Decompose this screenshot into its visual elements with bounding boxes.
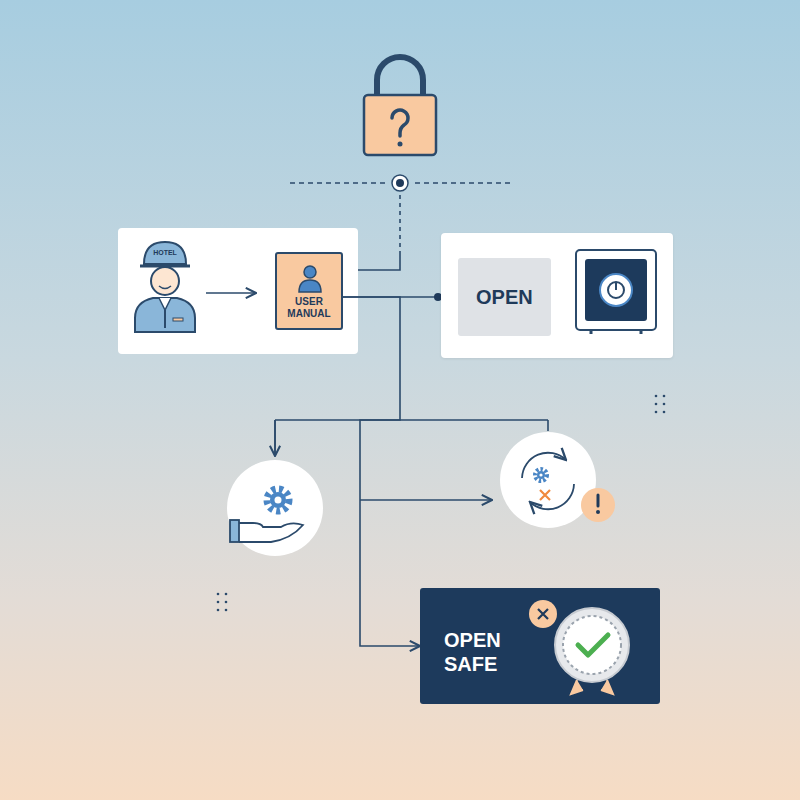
circle-icon bbox=[535, 469, 547, 481]
circle-icon bbox=[275, 497, 282, 504]
manual-icon bbox=[277, 254, 343, 332]
dot-grid bbox=[663, 395, 666, 398]
padlock-icon bbox=[392, 110, 408, 136]
circle-icon bbox=[537, 471, 545, 479]
manual-icon bbox=[304, 266, 316, 278]
hotel-staff-icon bbox=[173, 318, 183, 321]
circle-icon bbox=[581, 488, 615, 522]
manual-card: USER MANUAL bbox=[275, 252, 343, 330]
badge-icon bbox=[563, 616, 621, 674]
circle-icon bbox=[500, 432, 615, 528]
circle-icon bbox=[270, 492, 286, 508]
padlock-icon bbox=[364, 95, 436, 155]
hotel-staff-icon bbox=[164, 310, 166, 328]
dot-grid bbox=[663, 411, 666, 414]
hotel-staff-icon bbox=[159, 298, 171, 310]
wire bbox=[358, 255, 400, 270]
circle-icon bbox=[522, 453, 566, 478]
circle-icon bbox=[596, 510, 600, 514]
badge-icon bbox=[529, 600, 557, 628]
circle-icon bbox=[230, 520, 239, 542]
circle-icon bbox=[239, 523, 303, 542]
circle-icon bbox=[539, 473, 542, 476]
safe-icon bbox=[591, 330, 641, 334]
safe-icon bbox=[576, 250, 656, 330]
node-text: OPEN SAFE bbox=[444, 628, 534, 676]
dot-grid bbox=[655, 411, 658, 414]
hotel-staff-icon bbox=[140, 265, 190, 268]
padlock-icon bbox=[377, 57, 423, 95]
circle-icon bbox=[597, 495, 600, 506]
circle-icon bbox=[227, 460, 323, 556]
wire bbox=[392, 175, 408, 191]
connector bbox=[343, 297, 420, 646]
dot-grid bbox=[225, 601, 228, 604]
panel bbox=[118, 228, 358, 354]
node-text: USER MANUAL bbox=[277, 296, 341, 320]
dot-grid bbox=[655, 403, 658, 406]
hotel-staff-icon bbox=[144, 242, 186, 264]
circle-icon bbox=[267, 489, 289, 511]
hotel-staff-icon bbox=[159, 286, 171, 289]
dot-grid bbox=[217, 395, 666, 612]
circle-icon bbox=[227, 460, 323, 556]
result-box: OPEN SAFE bbox=[420, 588, 660, 704]
arrow bbox=[206, 292, 256, 294]
safe-icon bbox=[615, 282, 617, 290]
badge-icon bbox=[538, 609, 548, 619]
manual-icon bbox=[299, 280, 321, 292]
dot-grid bbox=[217, 593, 220, 596]
wire bbox=[275, 420, 548, 455]
padlock-icon bbox=[364, 57, 436, 155]
hotel-staff-icon bbox=[151, 267, 179, 295]
dot-grid bbox=[225, 609, 228, 612]
safe-icon bbox=[608, 282, 624, 298]
circle-icon bbox=[540, 490, 550, 500]
cap-text: HOTEL bbox=[153, 249, 177, 256]
hotel-staff-icon bbox=[135, 242, 195, 332]
hotel-staff-icon bbox=[135, 298, 195, 332]
dot-grid bbox=[217, 609, 220, 612]
padlock-icon bbox=[398, 142, 403, 147]
circle-icon bbox=[500, 432, 596, 528]
dot-grid bbox=[655, 395, 658, 398]
wire bbox=[396, 179, 404, 187]
safe-icon bbox=[600, 274, 632, 306]
node-text: OPEN bbox=[458, 258, 551, 336]
safe-icon bbox=[585, 259, 647, 321]
wire bbox=[399, 195, 401, 255]
wire bbox=[360, 499, 492, 501]
badge-icon bbox=[555, 608, 629, 682]
circle-icon bbox=[530, 484, 574, 509]
wire bbox=[274, 420, 276, 456]
dot-grid bbox=[663, 403, 666, 406]
dot-grid bbox=[217, 601, 220, 604]
dot-grid bbox=[225, 593, 228, 596]
action-panel: OPEN bbox=[441, 233, 673, 358]
badge-icon bbox=[578, 635, 608, 655]
